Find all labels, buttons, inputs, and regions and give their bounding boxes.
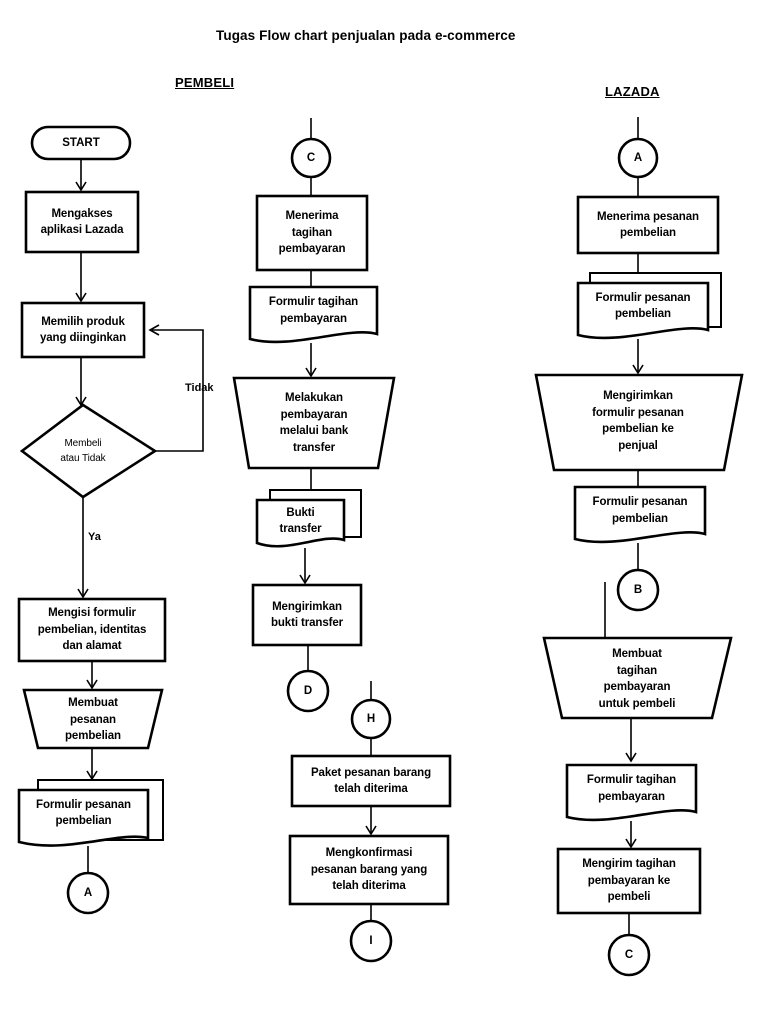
shape-melakukan-pembayaran — [232, 376, 396, 470]
shape-menerima-tagihan — [255, 194, 369, 272]
shape-md1-front — [17, 788, 150, 847]
label-connector-i-out: I — [369, 935, 373, 947]
edge-label-ya: Ya — [88, 531, 101, 543]
arrowhead-p3-t1 — [86, 679, 98, 690]
arrowhead-tidak-loop — [148, 324, 160, 336]
shape-mengakses-aplikasi — [24, 190, 140, 254]
shape-mengirim-tagihan — [556, 847, 702, 915]
page-title: Tugas Flow chart penjualan pada e-commer… — [216, 28, 516, 43]
label-connector-c-in: C — [306, 152, 316, 164]
arrowhead-t4-doc3 — [625, 752, 637, 763]
shape-mengirimkan-bukti — [251, 583, 363, 647]
column-header-pembeli: PEMBELI — [175, 75, 235, 90]
shape-md2-front — [255, 498, 346, 548]
shape-connector-d-out — [286, 669, 330, 713]
label-connector-a-in: A — [633, 152, 643, 164]
shape-md3-front — [576, 281, 710, 340]
label-connector-c-out: C — [624, 949, 634, 961]
label-connector-h-in: H — [366, 713, 376, 725]
shape-mengkonfirmasi-pesanan — [288, 834, 450, 906]
label-start: START — [62, 137, 100, 149]
shape-paket-pesanan — [290, 754, 452, 808]
shape-connector-i-out — [349, 919, 393, 963]
shape-doc-formulir-tagihan-lazada — [565, 763, 698, 822]
shape-membuat-tagihan — [542, 636, 733, 720]
shape-doc-formulir-pesanan — [573, 485, 707, 544]
arrowhead-md3-t3 — [632, 364, 644, 375]
arrowhead-md2-p5 — [299, 574, 311, 585]
shape-decision-membeli — [19, 403, 158, 499]
label-connector-d-out: D — [303, 685, 313, 697]
arrowhead-ya — [77, 588, 89, 599]
column-header-lazada: LAZADA — [605, 84, 660, 99]
arrowhead-doc1-t2 — [305, 367, 317, 378]
arrowhead-doc3-p9 — [625, 838, 637, 849]
shape-connector-c-out — [607, 933, 651, 977]
shape-membuat-pesanan — [22, 688, 164, 750]
arrowhead-start-p1 — [75, 181, 87, 192]
arrowhead-p1-p2 — [75, 292, 87, 303]
shape-memilih-produk — [20, 301, 146, 359]
arrowhead-p6-p7 — [365, 825, 377, 836]
label-connector-b-out: B — [633, 584, 643, 596]
edge-label-tidak: Tidak — [185, 382, 214, 394]
shape-mengirimkan-formulir — [534, 373, 744, 472]
shape-mengisi-formulir — [17, 597, 167, 663]
shape-connector-a-out — [66, 871, 110, 915]
shape-doc-formulir-tagihan — [248, 285, 379, 344]
edge-tidak-loop — [152, 329, 204, 452]
shape-menerima-pesanan — [576, 195, 720, 255]
shape-connector-b-out — [616, 568, 660, 612]
label-connector-a-out: A — [83, 887, 93, 899]
